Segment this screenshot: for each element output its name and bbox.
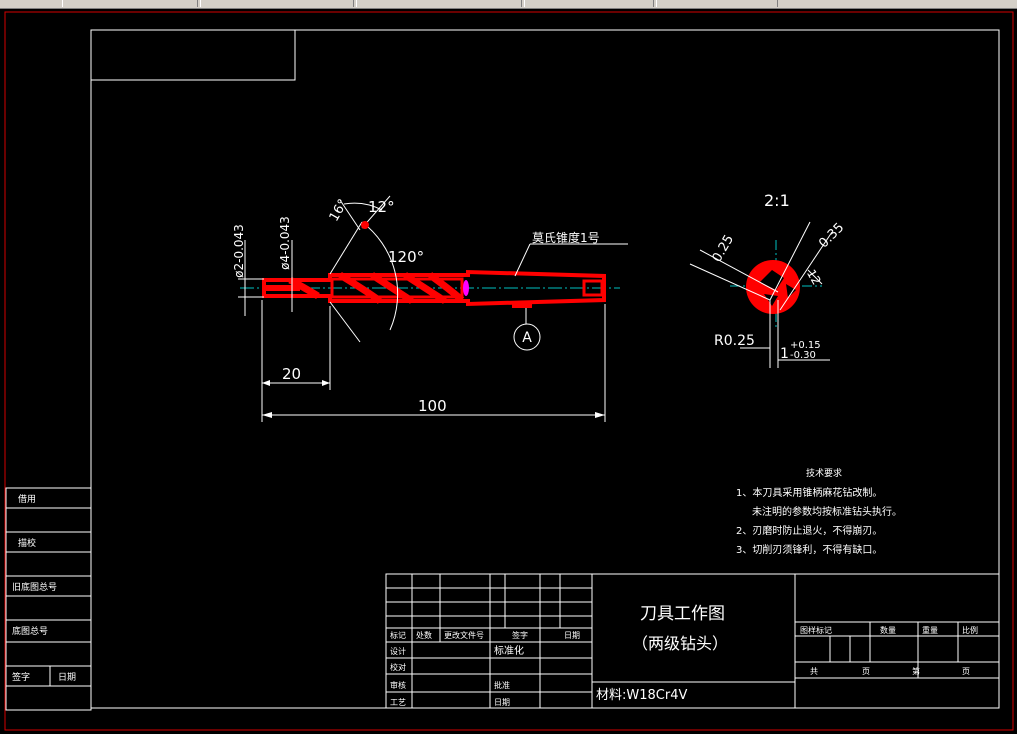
morse-taper-label: 莫氏锥度1号 <box>532 230 600 245</box>
sheet-border <box>4 11 1014 731</box>
rev-header: 更改文件号 <box>444 630 484 640</box>
row-mid: 批准 <box>494 680 510 690</box>
detail-dim-12: 12 <box>804 267 824 287</box>
neck-mark <box>463 280 469 296</box>
toolbar-tab[interactable] <box>200 0 354 7</box>
right-header: 图样标记 <box>800 625 832 635</box>
diameter-2-dim: ø2-0.043 <box>232 224 246 278</box>
drawing-subtitle: （两级钻头） <box>632 634 728 653</box>
left-label: 描校 <box>18 537 36 549</box>
material-label: 材料:W18Cr4V <box>596 688 687 703</box>
rev-header: 标记 <box>390 630 406 640</box>
title-block <box>385 573 1000 709</box>
row-label: 设计 <box>390 646 406 656</box>
drawing-frame <box>90 29 1000 709</box>
detail-dim-035: 0.35 <box>816 220 847 251</box>
drill-main-view: 16° 12° 120° ø2-0.043 ø4-0.043 莫氏锥度1号 A … <box>232 195 628 422</box>
note-line: 2、刃磨时防止退火，不得崩刃。 <box>736 524 882 537</box>
toolbar-tab[interactable] <box>356 0 522 7</box>
note-line: 3、切削刃须锋利，不得有缺口。 <box>736 543 882 556</box>
sheet-label: 页 <box>862 667 870 676</box>
notes-title: 技术要求 <box>806 467 842 479</box>
detail-tol-upper: +0.15 <box>790 340 821 351</box>
row-label: 审核 <box>390 680 406 690</box>
row-label: 校对 <box>390 662 406 672</box>
toolbar-tab[interactable] <box>656 0 778 7</box>
right-header: 数量 <box>880 625 896 635</box>
rev-header: 日期 <box>564 631 580 640</box>
drawing-title: 刀具工作图 <box>640 604 725 624</box>
angle-mark <box>361 221 369 229</box>
sheet-label: 共 <box>810 667 818 676</box>
right-header: 重量 <box>922 625 938 635</box>
note-line: 未注明的参数均按标准钻头执行。 <box>752 505 902 518</box>
detail-view-section-a: 2:1 0.25 0.35 12 R0.25 1 +0.15 -0.30 <box>689 191 847 368</box>
angle-120-label: 120° <box>388 248 424 266</box>
detail-tol-lower: -0.30 <box>790 350 816 361</box>
dim-20: 20 <box>282 365 301 383</box>
rev-header: 处数 <box>416 630 432 640</box>
detail-scale-label: 2:1 <box>764 191 790 210</box>
left-label: 日期 <box>58 672 76 683</box>
title-block-text: 标记 处数 更改文件号 签字 日期 设计 标准化 校对 审核 批准 工艺 日期 … <box>390 604 978 707</box>
toolbar-tab[interactable] <box>62 0 198 7</box>
left-label: 旧底图总号 <box>12 581 57 593</box>
section-a-bubble <box>513 323 541 351</box>
technical-requirements: 技术要求 1、本刀具采用锥柄麻花钻改制。 未注明的参数均按标准钻头执行。 2、刃… <box>736 467 902 556</box>
note-line: 1、本刀具采用锥柄麻花钻改制。 <box>736 486 882 499</box>
left-margin-block <box>5 487 92 711</box>
angle-16-label: 16° <box>327 197 352 224</box>
window-toolbar-strip <box>0 0 1017 9</box>
detail-dim-025: 0.25 <box>710 232 737 265</box>
left-margin-text: 借用 描校 旧底图总号 底图总号 签字 日期 <box>12 493 76 683</box>
right-header: 比例 <box>962 625 978 635</box>
flute-markup <box>288 271 465 304</box>
toolbar-tab[interactable] <box>524 0 654 7</box>
row-mid: 标准化 <box>494 644 524 657</box>
detail-dim-1: 1 <box>780 346 789 362</box>
sheet-label: 第 <box>912 666 920 676</box>
angle-12-label: 12° <box>368 198 395 216</box>
row-label: 工艺 <box>390 698 406 707</box>
drill-markup-outline <box>262 269 606 307</box>
dim-100: 100 <box>418 397 447 415</box>
corner-box <box>90 29 296 81</box>
left-label: 底图总号 <box>12 625 48 637</box>
left-label: 借用 <box>18 493 36 505</box>
sheet-label: 页 <box>962 667 970 676</box>
section-a-label: A <box>522 330 532 346</box>
cad-drawing-canvas[interactable]: 16° 12° 120° ø2-0.043 ø4-0.043 莫氏锥度1号 A … <box>0 8 1017 734</box>
diameter-4-dim: ø4-0.043 <box>278 216 292 270</box>
left-label: 签字 <box>12 671 30 683</box>
row-mid: 日期 <box>494 698 510 707</box>
rev-header: 签字 <box>512 630 528 640</box>
detail-radius-label: R0.25 <box>714 333 755 349</box>
